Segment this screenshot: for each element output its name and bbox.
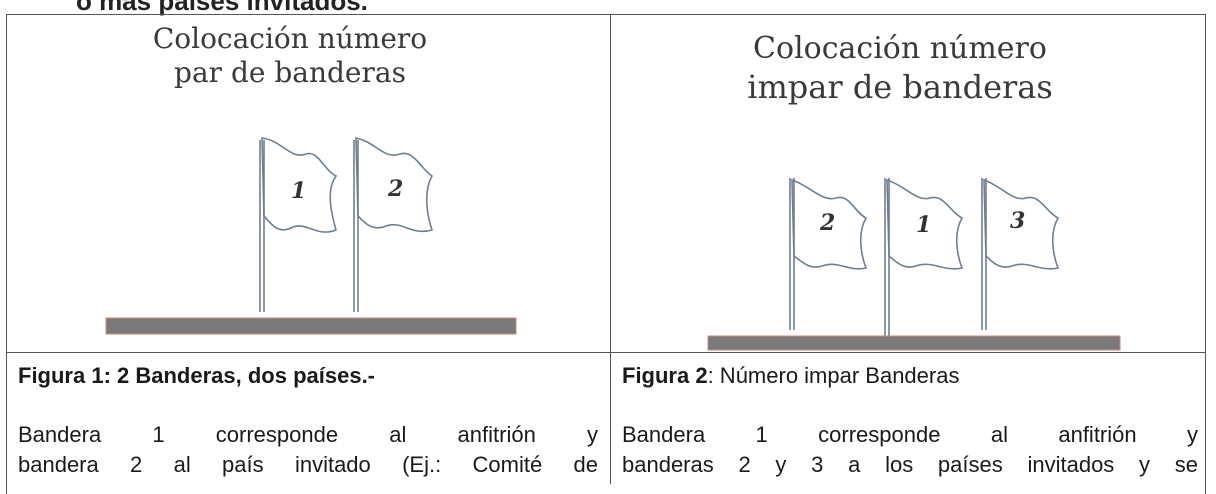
flag-left-cloth xyxy=(791,178,868,270)
figure-2-description: Bandera 1 corresponde al anfitrión y ban… xyxy=(622,420,1198,480)
figure-2-caption-text: : Número impar Banderas xyxy=(707,363,960,388)
left-image-title: Colocación número par de banderas xyxy=(110,22,470,90)
figure-table xyxy=(6,14,1206,494)
figure-2-description-line-1: Bandera 1 corresponde al anfitrión y xyxy=(622,422,1198,447)
right-image-title-line-1: Colocación número xyxy=(753,31,1047,66)
table-row-divider xyxy=(6,352,1206,353)
right-image-title-line-2: impar de banderas xyxy=(747,68,1053,106)
three-flags-illustration: 2 1 3 xyxy=(707,178,1121,351)
flag-number-right: 3 xyxy=(1010,208,1025,234)
flag-number-left: 2 xyxy=(819,210,835,236)
header-text-fragment: o más países invitados. xyxy=(76,0,368,16)
flag-number-1: 1 xyxy=(291,178,306,204)
flag-number-center: 1 xyxy=(916,212,931,238)
table-column-divider xyxy=(610,14,611,484)
figure-1-description: Bandera 1 corresponde al anfitrión y ban… xyxy=(18,420,598,480)
figure-1-caption: Figura 1: 2 Banderas, dos países.- xyxy=(18,363,376,388)
figure-1-description-line-2: bandera 2 al país invitado (Ej.: Comité … xyxy=(18,452,598,477)
flag-center-cloth xyxy=(886,178,964,270)
left-image-title-line-2: par de banderas xyxy=(174,56,406,89)
base-bar-left xyxy=(105,317,517,335)
figure-2-caption: Figura 2: Número impar Banderas xyxy=(622,362,959,390)
figure-1-description-line-1: Bandera 1 corresponde al anfitrión y xyxy=(18,422,598,447)
figure-2-caption-label: Figura 2 xyxy=(622,363,708,388)
base-bar-right xyxy=(707,335,1121,351)
flag-right-cloth xyxy=(983,178,1060,270)
figure-2-description-line-2: banderas 2 y 3 a los países invitados y … xyxy=(622,452,1198,477)
flag-number-2: 2 xyxy=(387,176,403,202)
right-image-title: Colocación número impar de banderas xyxy=(720,30,1080,106)
two-flags-illustration: 1 2 xyxy=(105,137,517,335)
left-image-title-line-1: Colocación número xyxy=(152,22,428,55)
flag-1-cloth xyxy=(261,137,338,233)
flag-2-cloth xyxy=(355,137,434,233)
